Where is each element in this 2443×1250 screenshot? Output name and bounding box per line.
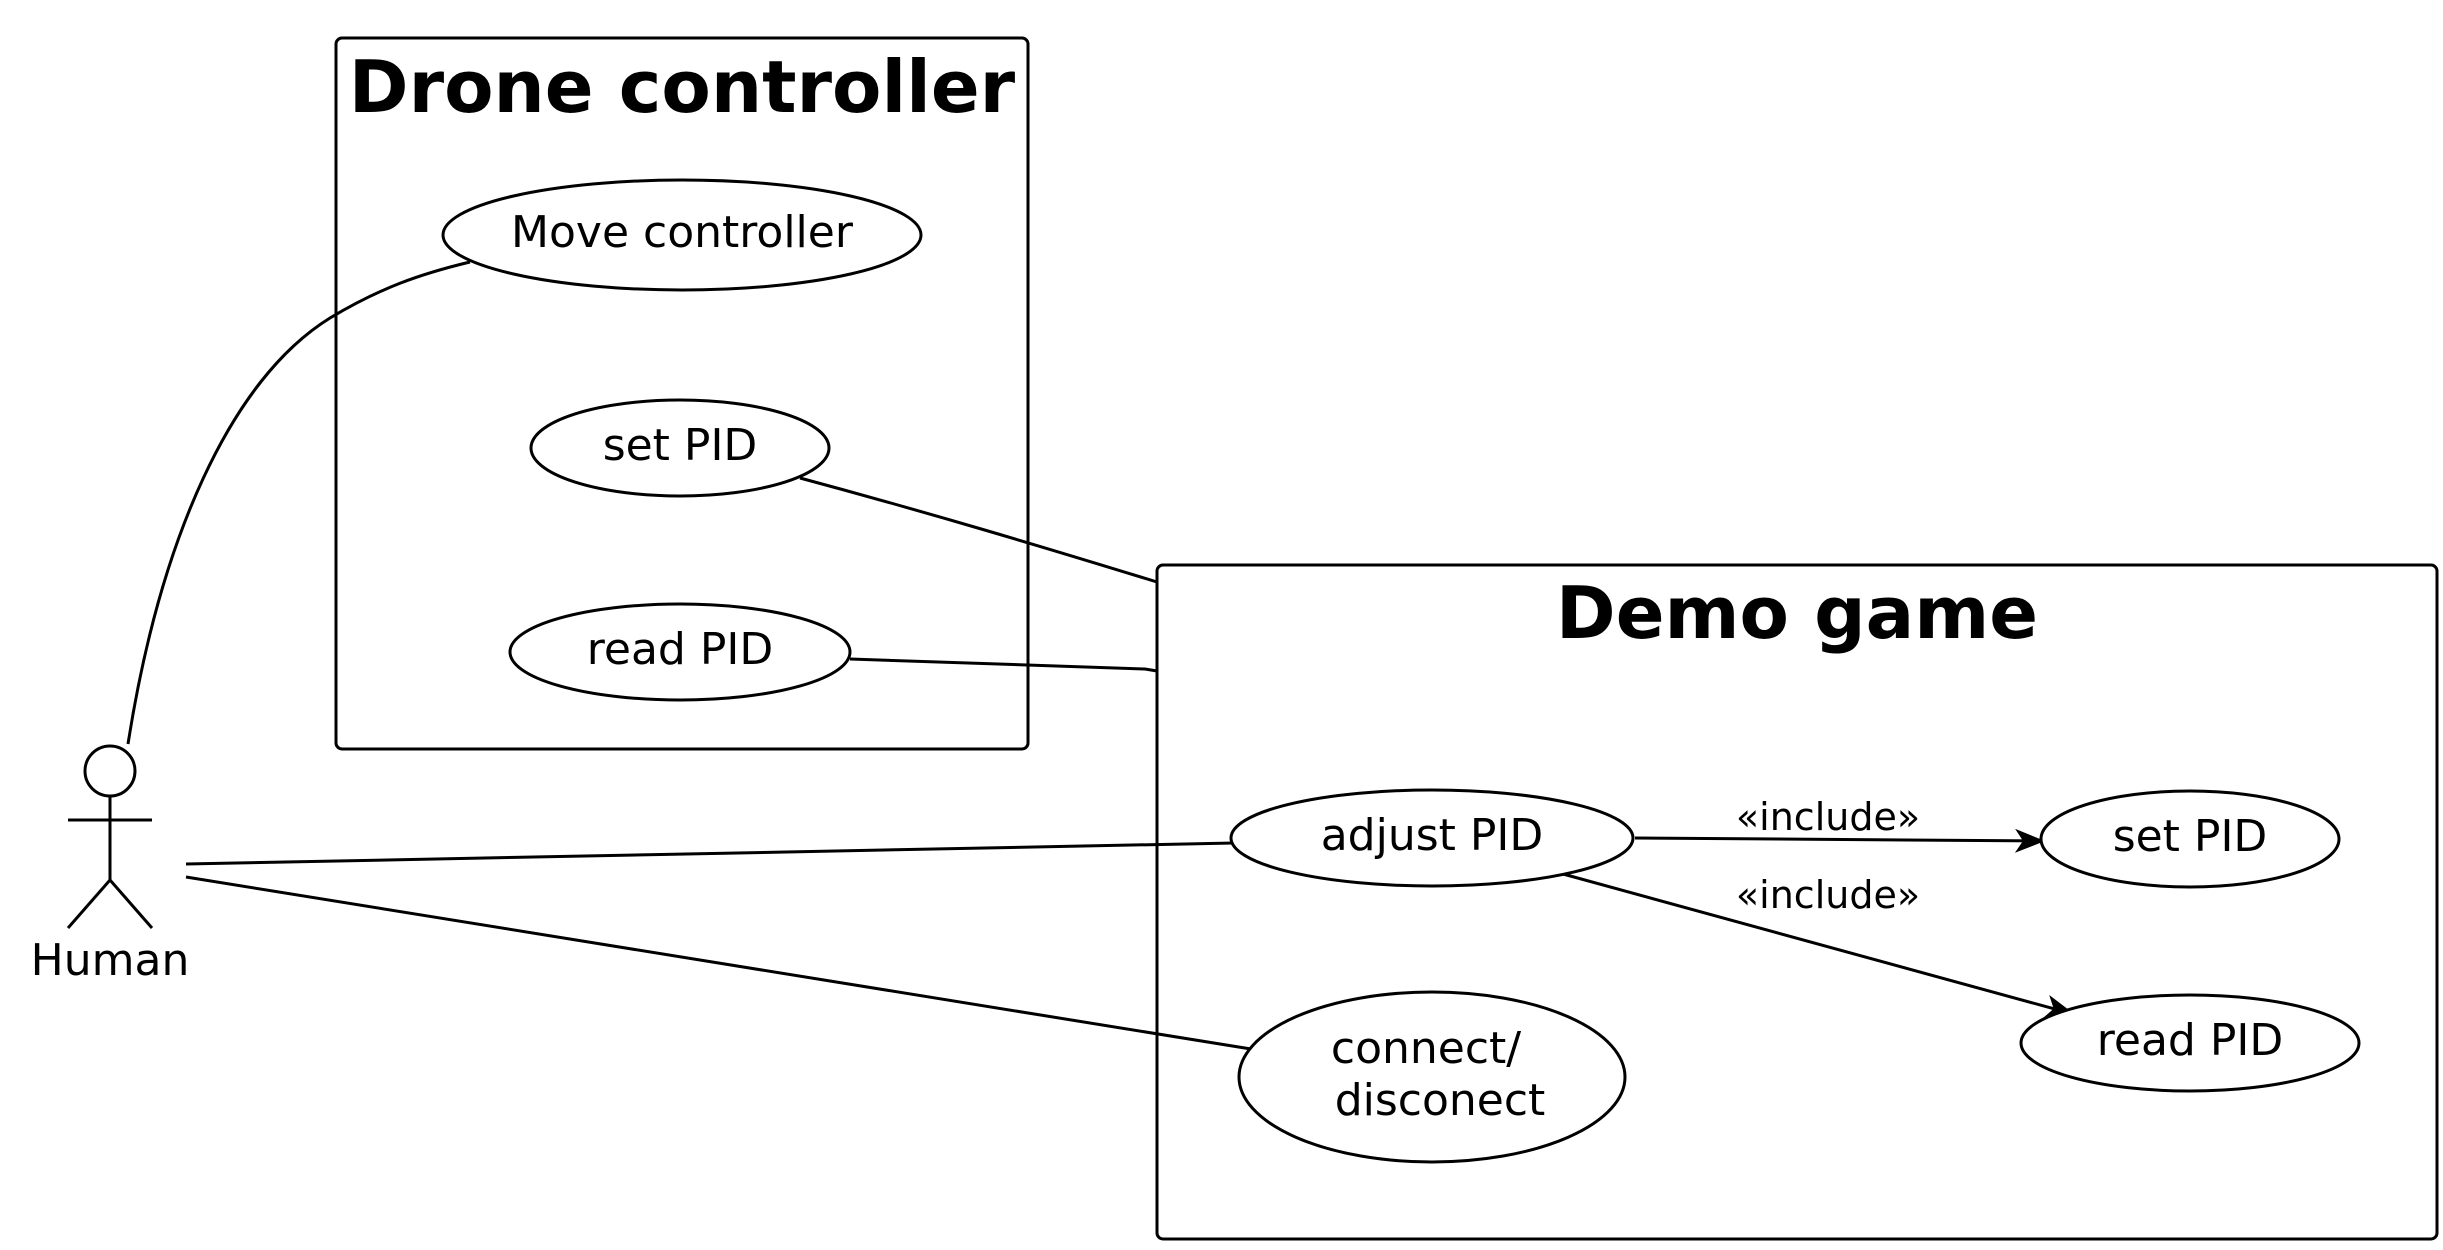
association-set-pid-demo-game <box>799 476 1158 584</box>
use-case-dg-set-pid-label: set PID <box>2113 811 2268 862</box>
use-case-dc-set-pid-label: set PID <box>603 420 758 471</box>
use-case-move-controller-ellipse <box>441 178 923 292</box>
use-case-dg-set-pid-ellipse <box>2039 789 2341 889</box>
use-case-dc-set-pid: set PID <box>529 398 831 498</box>
stick-figure-icon <box>66 744 154 929</box>
use-case-adjust-pid: adjust PID <box>1229 788 1635 888</box>
association-human-adjust-pid <box>185 841 1235 866</box>
drone-controller-title: Drone controller <box>349 45 1016 129</box>
use-case-dc-set-pid-ellipse <box>529 398 831 498</box>
actor-human-label: Human <box>31 935 190 986</box>
include-arrow-set-pid <box>1634 828 2045 853</box>
actor-human: Human <box>31 744 190 986</box>
use-case-connect-disconnect: connect/ disconect <box>1237 990 1627 1164</box>
demo-game-title: Demo game <box>1556 571 2038 655</box>
use-case-connect-disconnect-ellipse <box>1237 990 1627 1164</box>
include-arrow-read-pid <box>1562 872 2075 1019</box>
include-label-read-pid: «include» <box>1736 873 1920 917</box>
association-human-connect <box>185 875 1252 1051</box>
include-label-set-pid: «include» <box>1736 795 1920 839</box>
use-case-dg-set-pid: set PID <box>2039 789 2341 889</box>
use-case-dg-read-pid-ellipse <box>2019 993 2361 1093</box>
use-case-adjust-pid-ellipse <box>1229 788 1635 888</box>
use-case-connect-label-line2: disconect <box>1335 1075 1546 1126</box>
association-read-pid-demo-game <box>849 657 1158 673</box>
use-case-move-controller: Move controller <box>441 178 923 292</box>
use-case-connect-label-line1: connect/ <box>1331 1023 1521 1074</box>
use-case-move-controller-label: Move controller <box>511 207 854 258</box>
use-case-dg-read-pid-label: read PID <box>2097 1015 2283 1066</box>
use-case-dg-read-pid: read PID <box>2019 993 2361 1093</box>
use-case-dc-read-pid-label: read PID <box>587 624 773 675</box>
use-case-adjust-pid-label: adjust PID <box>1321 810 1544 861</box>
use-case-dc-read-pid-ellipse <box>508 602 852 702</box>
use-case-dc-read-pid: read PID <box>508 602 852 702</box>
association-human-move-controller <box>126 260 471 745</box>
